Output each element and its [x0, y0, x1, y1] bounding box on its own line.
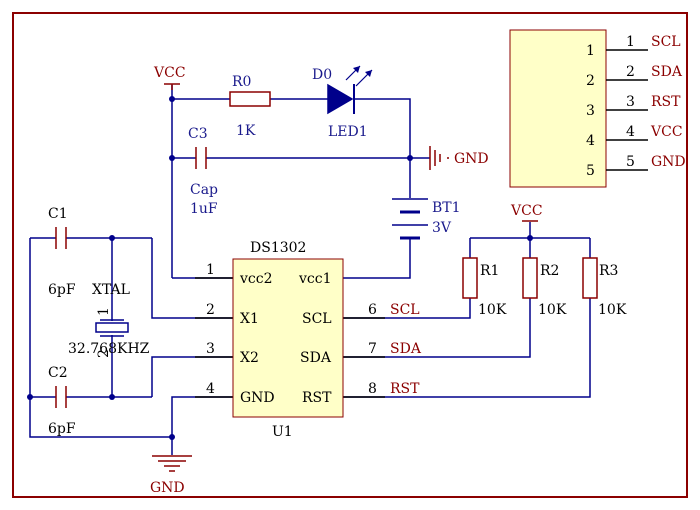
connector-label-vcc: VCC [650, 124, 683, 140]
battery-bt1 [392, 198, 428, 240]
connector-outer-pin-4: 4 [626, 124, 635, 140]
r1-ref: R1 [480, 263, 499, 279]
vcc-symbol-pullups: VCC [510, 203, 543, 222]
r3-value: 10K [598, 302, 627, 318]
d0-value: LED1 [328, 124, 368, 140]
ic-ref: U1 [272, 424, 293, 440]
ic-pin-1-num: 1 [206, 262, 215, 278]
connector-inner-pin-1: 1 [586, 43, 595, 59]
connector-outer-pin-2: 2 [626, 64, 635, 80]
ic-pin-8-num: 8 [368, 381, 377, 397]
connector-outer-pin-1: 1 [626, 34, 635, 50]
gnd-label-bottom: GND [150, 480, 185, 496]
resistor-r0 [229, 91, 271, 107]
d0-ref: D0 [312, 67, 332, 83]
ic-pin-scl: SCL [302, 311, 332, 327]
c3-value-1: Cap [190, 182, 218, 198]
ic-pin-6-num: 6 [368, 302, 377, 318]
ic-pin-4-num: 4 [206, 381, 215, 397]
connector-outer-pin-5: 5 [626, 154, 635, 170]
c2-ref: C2 [48, 365, 68, 381]
ic-body [232, 258, 344, 418]
vcc-symbol-top: VCC [153, 65, 186, 90]
ic-ds1302 [195, 258, 385, 418]
connector: 1 2 3 4 5 1 2 3 4 5 SCL SDA RST VCC GND [509, 29, 686, 188]
r2-value: 10K [538, 302, 567, 318]
vcc-label-top: VCC [153, 65, 186, 81]
connector-inner-pin-3: 3 [586, 103, 595, 119]
c3-ref: C3 [188, 126, 208, 142]
connector-inner-pin-2: 2 [586, 73, 595, 89]
junctions [27, 96, 533, 440]
capacitor-c1 [55, 227, 67, 249]
ic-pin-x1: X1 [240, 311, 259, 327]
resistor-r2 [522, 257, 538, 299]
xtal-value: 32.768KHZ [68, 341, 150, 357]
ic-pin-vcc1: vcc1 [298, 271, 332, 287]
connector-label-sda: SDA [651, 64, 683, 80]
connector-label-gnd: GND [651, 154, 686, 170]
net-label-scl: SCL [390, 302, 420, 318]
ic-pin-sda: SDA [300, 350, 332, 366]
r2-ref: R2 [540, 263, 559, 279]
resistor-r3 [582, 257, 598, 299]
connector-label-scl: SCL [651, 34, 681, 50]
bt1-ref: BT1 [432, 200, 461, 216]
c1-ref: C1 [48, 206, 68, 222]
c3-value-2: 1uF [190, 201, 218, 217]
net-label-sda: SDA [390, 341, 422, 357]
capacitor-c3 [195, 147, 207, 169]
ic-pin-2-num: 2 [206, 302, 215, 318]
r3-ref: R3 [599, 263, 618, 279]
xtal-ref: XTAL [92, 282, 130, 298]
connector-inner-pin-5: 5 [586, 163, 595, 179]
ic-pin-rst: RST [302, 390, 332, 406]
r0-ref: R0 [232, 74, 251, 90]
ic-pin-vcc2: vcc2 [239, 271, 273, 287]
connector-outer-pin-3: 3 [626, 94, 635, 110]
r1-value: 10K [478, 302, 507, 318]
net-label-rst: RST [390, 381, 420, 397]
led-d0 [327, 65, 373, 115]
gnd-symbol-bottom [152, 455, 192, 472]
xtal-pin-1: 1 [96, 307, 112, 316]
r0-value: 1K [236, 123, 256, 139]
gnd-label-right: GND [454, 151, 489, 167]
ic-pin-gnd: GND [240, 390, 275, 406]
sheet-border [12, 12, 688, 498]
capacitor-c2 [55, 386, 67, 408]
gnd-symbol-right [429, 146, 449, 170]
xtal-pin-2: 2 [96, 349, 112, 358]
resistor-r1 [462, 257, 478, 299]
ic-pin-3-num: 3 [206, 341, 215, 357]
connector-body [509, 29, 607, 188]
ic-pin-7-num: 7 [368, 341, 377, 357]
connector-label-rst: RST [651, 94, 681, 110]
ic-pin-x2: X2 [240, 350, 259, 366]
connector-inner-pin-4: 4 [586, 133, 595, 149]
c2-value: 6pF [48, 421, 76, 437]
vcc-label-pullups: VCC [510, 203, 543, 219]
ic-name: DS1302 [250, 240, 306, 256]
crystal-xtal [95, 319, 129, 337]
c1-value: 6pF [48, 282, 76, 298]
bt1-value: 3V [432, 220, 452, 236]
